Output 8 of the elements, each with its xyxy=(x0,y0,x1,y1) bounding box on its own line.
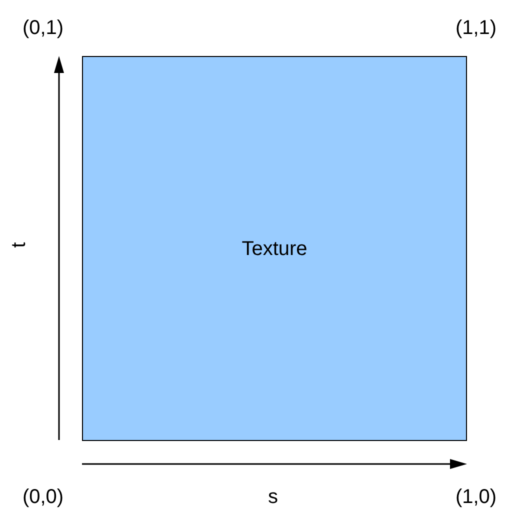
corner-coordinate: (0,0) xyxy=(22,487,64,507)
axis-label: t xyxy=(9,242,29,248)
corner-coordinate: (0,1) xyxy=(22,18,64,38)
axis-label: s xyxy=(268,487,278,507)
texture-square xyxy=(82,56,467,441)
texture-label: Texture xyxy=(242,238,308,258)
corner-coordinate: (1,1) xyxy=(455,18,497,38)
corner-coordinate: (1,0) xyxy=(455,487,497,507)
